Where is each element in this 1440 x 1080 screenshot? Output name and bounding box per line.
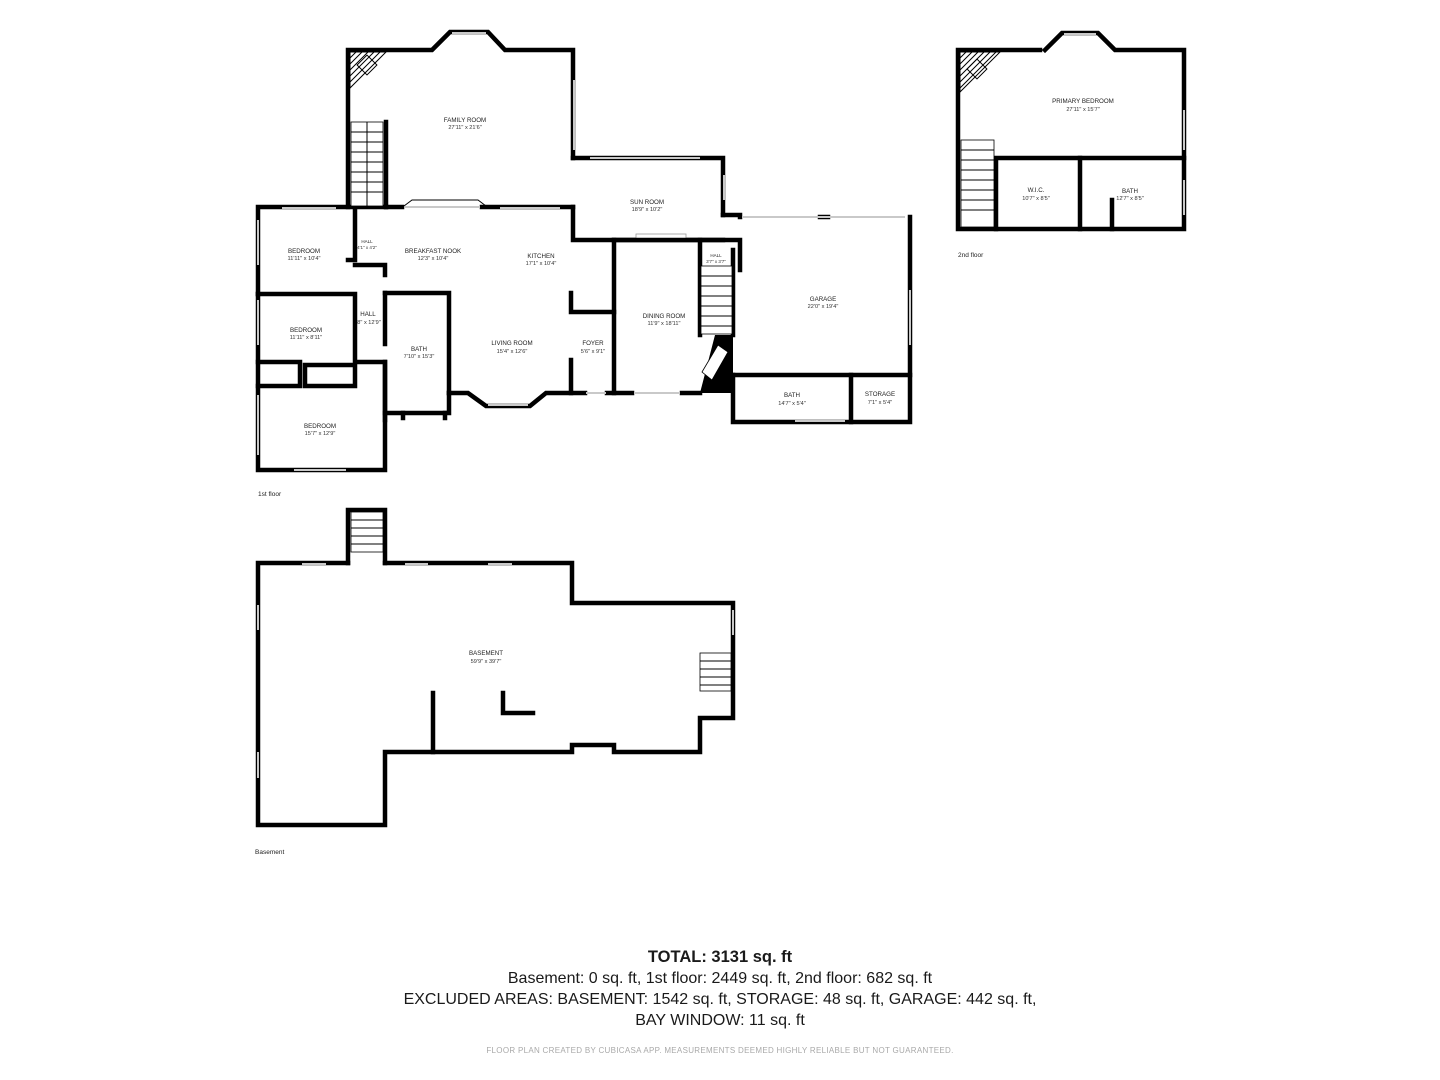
bay-window-summary: BAY WINDOW: 11 sq. ft [635, 1012, 805, 1029]
sun-room-label: SUN ROOM [630, 199, 664, 206]
garage-dimensions: 22'0" x 19'4" [808, 304, 839, 310]
basement-plan [255, 507, 736, 828]
dining-room-label: DINING ROOM [643, 313, 686, 320]
breakfast-nook-dimensions: 12'3" x 10'4" [418, 256, 449, 262]
foyer-dimensions: 5'6" x 9'1" [581, 349, 605, 355]
second-floor-plan [955, 30, 1187, 232]
credit-note: FLOOR PLAN CREATED BY CUBICASA APP. MEAS… [486, 1046, 954, 1055]
bedroom-2-dimensions: 11'11" x 8'11" [290, 335, 323, 341]
bedroom-1-label: BEDROOM [288, 248, 320, 255]
bath-garage-label: BATH [784, 392, 800, 399]
total-area: TOTAL: 3131 sq. ft [647, 948, 793, 966]
bedroom-2-label: BEDROOM [290, 327, 322, 334]
hall-right-label: HALL [710, 253, 722, 258]
basement-floor-label: Basement [255, 849, 284, 856]
basement-dimensions: 59'9" x 39'7" [471, 659, 502, 665]
family-room-label: FAMILY ROOM [444, 117, 486, 124]
stairs-first-floor-right [700, 265, 733, 335]
primary-bedroom-dimensions: 27'11" x 15'7" [1066, 107, 1099, 113]
wic-label: W.I.C. [1028, 187, 1045, 194]
garage-label: GARAGE [810, 296, 836, 303]
kitchen-label: KITCHEN [527, 253, 554, 260]
kitchen-dimensions: 17'1" x 10'4" [526, 261, 557, 267]
dining-room-dimensions: 11'9" x 18'11" [648, 321, 681, 327]
hall-main-label: HALL [360, 311, 376, 318]
bath-2-dimensions: 12'7" x 8'5" [1116, 196, 1144, 202]
hall-small-label: HALL [361, 239, 373, 244]
stairs-second-floor [960, 139, 995, 228]
basement-label: BASEMENT [469, 650, 503, 657]
second-floor-label: 2nd floor [958, 252, 984, 259]
storage-dimensions: 7'1" x 5'4" [868, 400, 892, 406]
family-room-dimensions: 27'11" x 21'6" [448, 125, 481, 131]
room-labels: FAMILY ROOM 27'11" x 21'6" SUN ROOM 18'9… [288, 98, 1144, 665]
bedroom-1-dimensions: 11'11" x 10'4" [288, 256, 321, 262]
breakfast-nook-label: BREAKFAST NOOK [405, 248, 462, 255]
primary-bedroom-label: PRIMARY BEDROOM [1052, 98, 1114, 105]
excluded-areas-summary: EXCLUDED AREAS: BASEMENT: 1542 sq. ft, S… [403, 991, 1037, 1008]
hall-right-dimensions: 3'7" x 3'7" [706, 259, 726, 264]
foyer-label: FOYER [582, 340, 604, 347]
first-floor-label: 1st floor [258, 491, 282, 498]
first-floor-plan [255, 29, 913, 473]
basement-walls [255, 560, 736, 828]
bath-1-dimensions: 7'10" x 15'3" [404, 354, 435, 360]
bedroom-3-label: BEDROOM [304, 423, 336, 430]
sun-room-dimensions: 18'9" x 10'2" [632, 207, 663, 213]
bath-1-label: BATH [411, 346, 427, 353]
bath-garage-dimensions: 14'7" x 5'4" [778, 401, 806, 407]
stairs-basement-top [350, 511, 384, 553]
bath-2-label: BATH [1122, 188, 1138, 195]
living-room-label: LIVING ROOM [491, 340, 532, 347]
family-room-walls [345, 29, 576, 210]
hall-small-dimensions: 4'1" x 4'2" [357, 245, 377, 250]
living-room-dimensions: 15'4" x 12'6" [497, 349, 528, 355]
bedroom-3-dimensions: 15'7" x 12'9" [305, 431, 336, 437]
kitchen-lower-walls [382, 290, 452, 396]
hall-main-dimensions: 8" x 12'9" [357, 320, 380, 326]
storage-label: STORAGE [865, 391, 895, 398]
floor-areas-summary: Basement: 0 sq. ft, 1st floor: 2449 sq. … [507, 970, 933, 987]
wic-dimensions: 10'7" x 8'5" [1022, 196, 1050, 202]
